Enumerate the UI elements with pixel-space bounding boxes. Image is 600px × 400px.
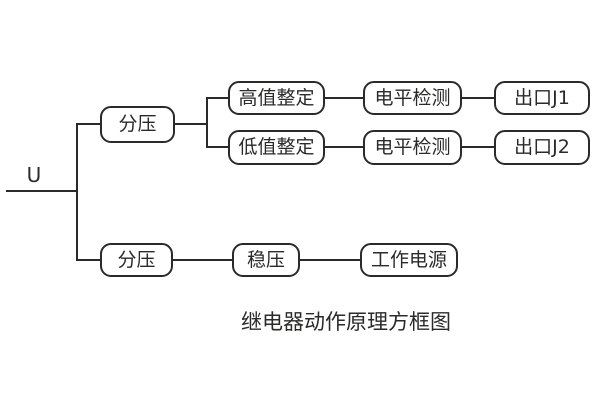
node-low-value-setting: 低值整定: [228, 130, 325, 165]
node-level-detect-1: 电平检测: [363, 81, 462, 115]
divider-to-regulator-line: [173, 259, 234, 261]
detect2-to-output-line: [462, 146, 496, 148]
divider-to-split-line: [175, 123, 208, 125]
node-voltage-divider-bottom: 分压: [100, 243, 173, 277]
node-level-detect-2: 电平检测: [363, 130, 462, 165]
input-line: [6, 190, 77, 192]
node-voltage-divider-top: 分压: [100, 106, 175, 143]
node-low-value-setting-label: 低值整定: [238, 136, 315, 158]
node-working-power-label: 工作电源: [370, 248, 447, 271]
node-output-j2-label: 出口J2: [514, 136, 570, 158]
input-voltage-label: U: [26, 163, 42, 187]
node-voltage-divider-top-label: 分压: [118, 113, 157, 135]
node-level-detect-1-label: 电平检测: [374, 86, 451, 109]
high-to-detect-line: [325, 97, 365, 99]
detect1-to-output-line: [462, 97, 496, 99]
node-high-value-setting-label: 高值整定: [238, 86, 315, 109]
node-output-j1-label: 出口J1: [514, 86, 570, 109]
branch-top-line: [76, 123, 102, 125]
branch-bottom-line: [76, 259, 102, 261]
split-to-low-line: [206, 146, 230, 148]
node-output-j2: 出口J2: [494, 130, 590, 165]
node-high-value-setting: 高值整定: [228, 81, 325, 115]
node-working-power: 工作电源: [360, 243, 458, 277]
node-voltage-divider-bottom-label: 分压: [117, 248, 156, 271]
diagram-caption: 继电器动作原理方框图: [241, 310, 451, 334]
split-vertical-line: [206, 97, 208, 148]
regulator-to-power-line: [300, 259, 362, 261]
node-level-detect-2-label: 电平检测: [374, 136, 451, 158]
node-voltage-regulator-label: 稳压: [246, 248, 285, 271]
split-to-high-line: [206, 97, 230, 99]
node-output-j1: 出口J1: [494, 81, 590, 115]
node-voltage-regulator: 稳压: [232, 243, 300, 277]
trunk-line: [76, 123, 78, 261]
low-to-detect-line: [325, 146, 365, 148]
